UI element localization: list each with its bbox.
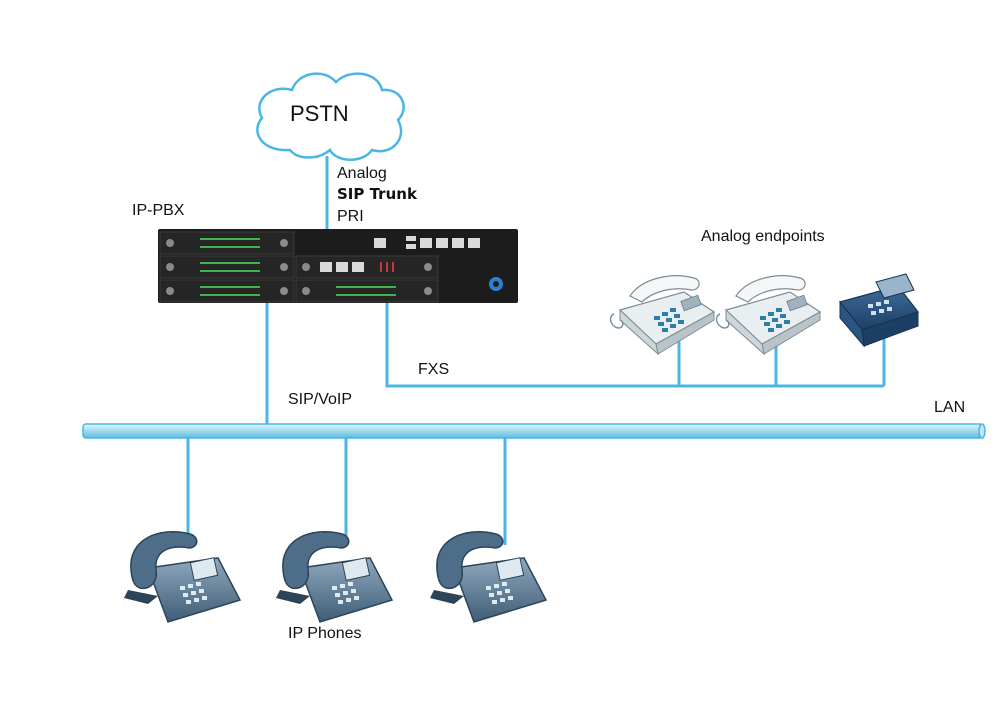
sipvoip-label: SIP/VoIP <box>288 391 353 408</box>
analog-phone-icon <box>609 275 715 355</box>
ippbx-chassis <box>158 229 518 303</box>
ip-phone-icon <box>123 531 241 623</box>
fxs-link <box>385 303 886 388</box>
ippbx-label: IP-PBX <box>132 202 185 219</box>
trunk-sip-label: SIP Trunk <box>337 185 417 203</box>
analog-phone-icon <box>715 275 821 355</box>
pstn-label: PSTN <box>290 101 349 126</box>
lan-bus <box>82 423 986 439</box>
ip-phone-links <box>186 438 507 545</box>
ip-phone-icon <box>275 531 393 623</box>
trunk-analog-label: Analog <box>337 165 387 182</box>
analog-endpoints-label: Analog endpoints <box>701 228 825 245</box>
ip-phone-icon <box>429 531 547 623</box>
fax-machine-icon <box>838 273 919 348</box>
ip-phones-label: IP Phones <box>288 625 362 642</box>
lan-label: LAN <box>934 399 966 416</box>
pstn-cloud <box>256 72 405 161</box>
fxs-label: FXS <box>418 361 450 378</box>
trunk-pri-label: PRI <box>337 208 364 225</box>
